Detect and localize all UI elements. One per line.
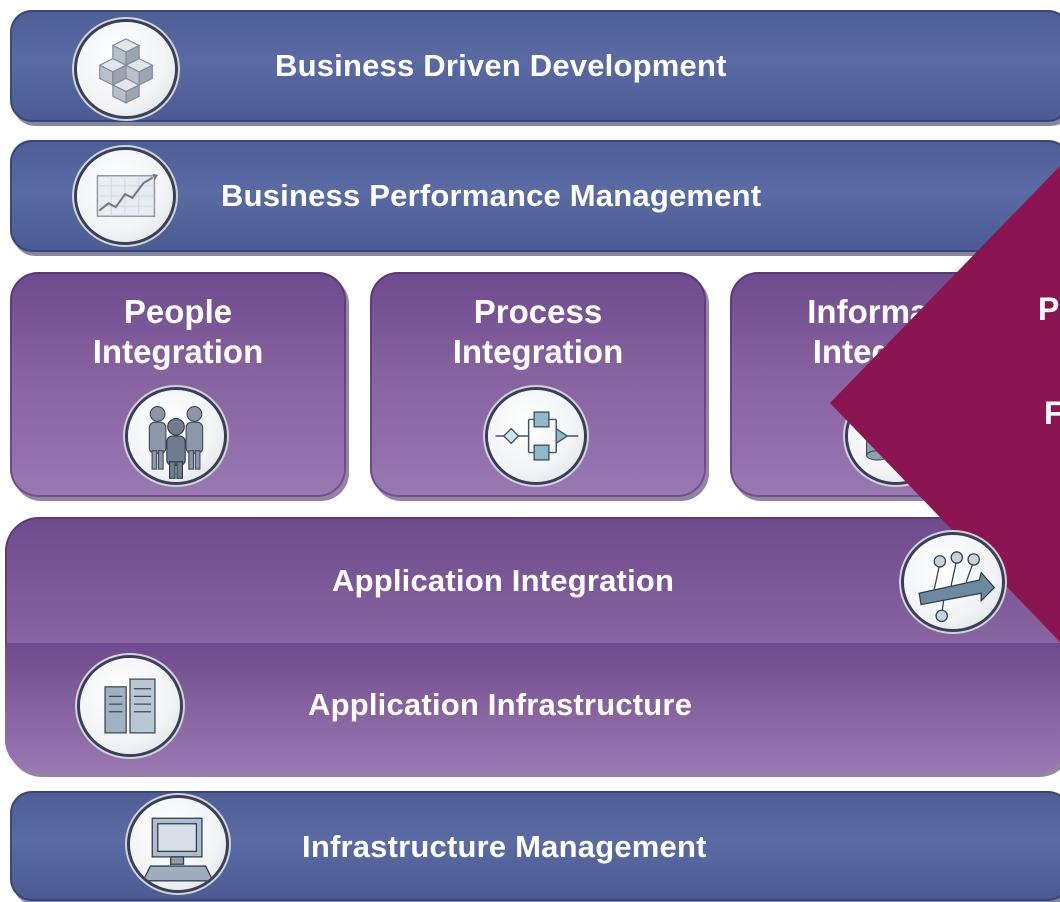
overlay-text-p: P [1038, 291, 1060, 327]
process-integration-line2: Integration [452, 333, 624, 370]
information-icon [848, 390, 944, 482]
integration-bus-icon [904, 535, 1002, 629]
business-performance-management-label: Business Performance Management [221, 178, 762, 213]
business-driven-development-label: Business Driven Development [275, 48, 727, 83]
overlay-text-f: F [1044, 395, 1060, 431]
information-integration-line1: Information [807, 293, 989, 330]
computer-monitor-icon [130, 798, 226, 890]
people-icon [128, 390, 224, 482]
information-integration-line2: Integration [812, 333, 984, 370]
servers-icon [80, 658, 180, 754]
people-integration-line2: Integration [92, 333, 264, 370]
process-flow-icon [488, 390, 584, 482]
cubes-icon [77, 22, 175, 116]
process-integration-line1: Process [473, 293, 603, 330]
people-integration-line1: People [123, 293, 233, 330]
infrastructure-management-label: Infrastructure Management [302, 829, 707, 864]
business-driven-development-band: Business Driven Development [10, 10, 1060, 122]
application-infrastructure-label: Application Infrastructure [308, 687, 693, 722]
application-integration-label: Application Integration [332, 563, 675, 598]
application-infrastructure-section [5, 643, 1060, 773]
trend-chart-icon [77, 150, 173, 242]
